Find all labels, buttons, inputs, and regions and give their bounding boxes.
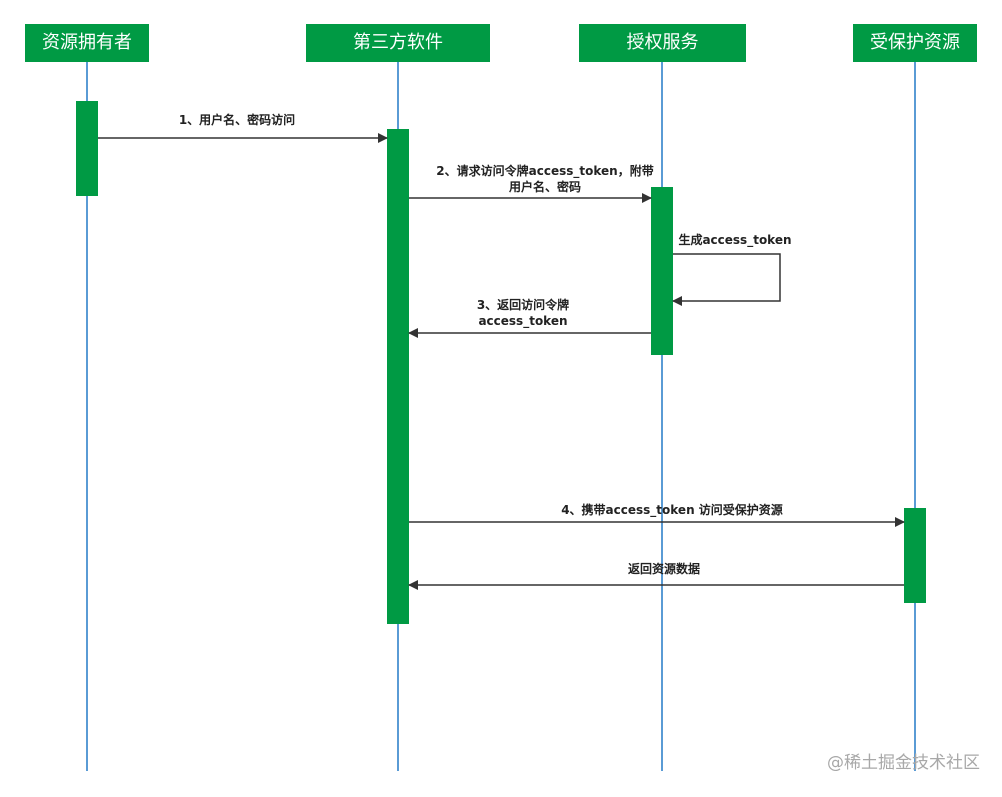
lifeline-authorization-service xyxy=(661,62,663,771)
message-text: 1、用户名、密码访问 xyxy=(178,113,296,127)
message-text: 生成access_token xyxy=(678,233,792,247)
message-text: 返回资源数据 xyxy=(627,562,700,576)
message-label-1: 1、用户名、密码访问 xyxy=(147,112,327,128)
message-text-line2: access_token xyxy=(478,314,568,328)
activation-protected-resource xyxy=(904,508,926,603)
watermark: @稀土掘金技术社区 xyxy=(827,753,980,773)
message-label-self: 生成access_token xyxy=(668,232,802,248)
message-text: 4、携带access_token 访问受保护资源 xyxy=(561,503,783,517)
participant-protected-resource: 受保护资源 xyxy=(853,24,977,62)
activation-authorization-service xyxy=(651,187,673,355)
participant-third-party-software: 第三方软件 xyxy=(306,24,490,62)
message-label-5: 返回资源数据 xyxy=(612,561,716,577)
participant-authorization-service: 授权服务 xyxy=(579,24,746,62)
message-label-2: 2、请求访问令牌access_token，附带 用户名、密码 xyxy=(420,163,670,195)
lifeline-protected-resource xyxy=(914,62,916,771)
message-text-line1: 2、请求访问令牌access_token，附带 xyxy=(436,164,654,178)
message-text-line1: 3、返回访问令牌 xyxy=(476,298,570,312)
activation-third-party-software xyxy=(387,129,409,624)
participant-resource-owner: 资源拥有者 xyxy=(25,24,149,62)
activation-resource-owner xyxy=(76,101,98,196)
lifeline-resource-owner xyxy=(86,62,88,771)
message-text-line2: 用户名、密码 xyxy=(508,180,581,194)
arrow-auth-self-generate xyxy=(672,253,781,306)
message-label-4: 4、携带access_token 访问受保护资源 xyxy=(546,502,798,518)
message-label-3: 3、返回访问令牌 access_token xyxy=(458,297,588,329)
